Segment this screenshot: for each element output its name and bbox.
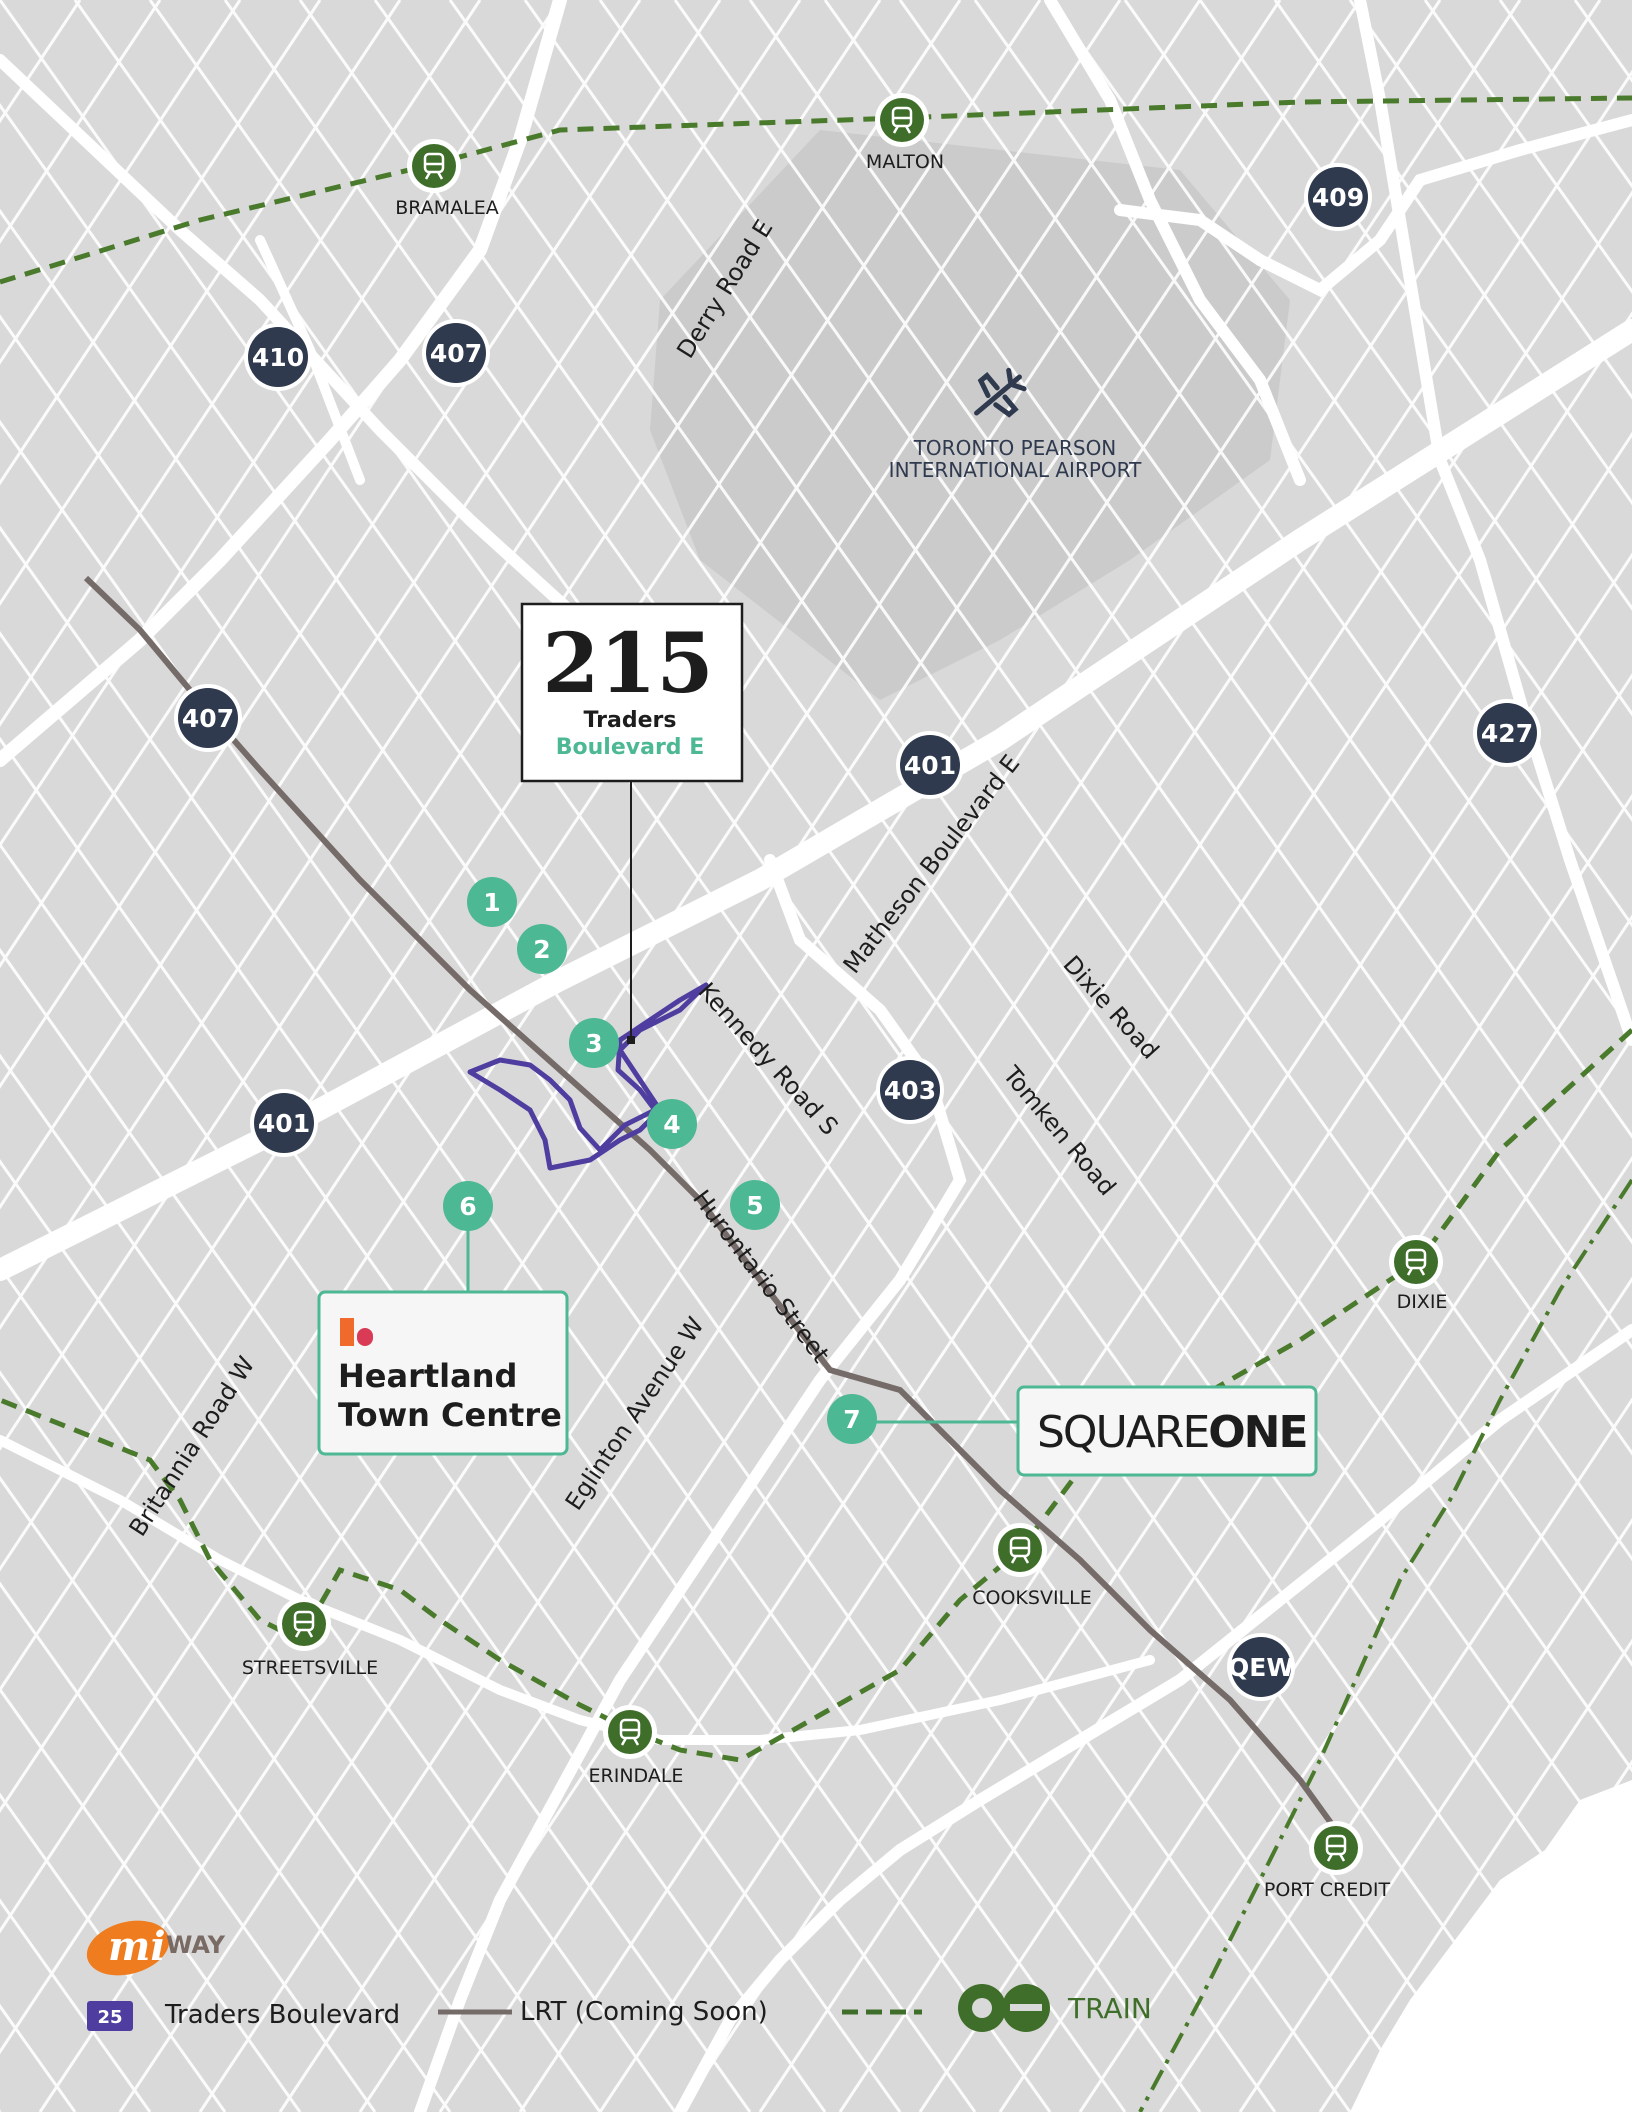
station-label-malton: MALTON	[866, 151, 944, 173]
legend-train-label: TRAIN	[1067, 1992, 1152, 2025]
highway-shield-403: 403	[876, 1056, 944, 1124]
station-cooksville: COOKSVILLE	[972, 1523, 1092, 1609]
highway-shield-label: 427	[1481, 719, 1533, 748]
poi-marker-6: 6	[443, 1181, 493, 1231]
heartland-line1: Heartland	[338, 1357, 517, 1395]
highway-shield-410: 410	[244, 323, 312, 391]
miway-mark: mi	[108, 1923, 166, 1970]
legend: mi WAY 25 Traders Boulevard LRT (Coming …	[86, 1920, 1152, 2032]
station-erindale: ERINDALE	[589, 1705, 684, 1787]
station-dixie: DIXIE	[1389, 1235, 1447, 1313]
poi-marker-5: 5	[730, 1180, 780, 1230]
route-25-loop	[467, 982, 709, 1171]
station-label-bramalea: BRAMALEA	[395, 197, 498, 219]
train-icon	[423, 152, 445, 180]
site-location-dot	[627, 1036, 635, 1044]
station-label-erindale: ERINDALE	[589, 1765, 684, 1787]
square-one-light: SQUARE	[1037, 1407, 1208, 1458]
heartland-line2: Town Centre	[338, 1396, 562, 1434]
airport-label-line2: INTERNATIONAL AIRPORT	[889, 458, 1142, 482]
highway-shield-427: 427	[1473, 699, 1541, 767]
poi-marker-2: 2	[517, 924, 567, 974]
square-one-bold: ONE	[1208, 1407, 1306, 1458]
site-callout-box: 215 Traders Boulevard E	[520, 602, 744, 783]
highway-shield-label: 409	[1312, 183, 1364, 212]
highway-shield-label: 410	[252, 343, 304, 372]
heartland-callout: Heartland Town Centre	[317, 1290, 569, 1456]
miway-logo: mi WAY	[86, 1920, 226, 1976]
highway-shield-label: 407	[182, 704, 234, 733]
highway-shield-407: 407	[174, 684, 242, 752]
poi-number: 5	[746, 1191, 763, 1220]
site-street-line2: Boulevard E	[556, 735, 704, 760]
miway-word: WAY	[166, 1931, 226, 1959]
highway-shield-label: 401	[904, 751, 956, 780]
lrt-line	[83, 575, 1339, 1832]
highway-shield-label: 401	[258, 1109, 310, 1138]
station-label-streetsville: STREETSVILLE	[242, 1657, 378, 1679]
heartland-logo	[340, 1318, 373, 1346]
train-icon	[293, 1610, 315, 1638]
go-stations: MALTON BRAMALEA DIXIE COOKSVILLE STREETSVILL…	[242, 93, 1447, 1901]
go-train-lines	[0, 95, 1632, 1763]
go-lakeshore-line	[1138, 1178, 1632, 2112]
poi-number: 7	[843, 1405, 860, 1434]
station-bramalea: BRAMALEA	[395, 139, 499, 219]
highway-shield-label: 403	[884, 1076, 936, 1105]
go-transit-logo	[958, 1984, 1050, 2032]
highway-shield-409: 409	[1304, 163, 1372, 231]
route-25-number: 25	[97, 2007, 122, 2028]
highway-shield-401: 401	[896, 731, 964, 799]
station-label-dixie: DIXIE	[1397, 1291, 1448, 1313]
station-malton: MALTON	[866, 93, 944, 173]
airport-icon	[974, 367, 1027, 418]
poi-marker-3: 3	[569, 1018, 619, 1068]
poi-number: 3	[585, 1029, 602, 1058]
poi-number: 6	[459, 1192, 476, 1221]
poi-marker-7: 7	[827, 1394, 877, 1444]
highway-shield-407: 407	[422, 319, 490, 387]
square-one-logo: SQUAREONE	[1037, 1407, 1307, 1458]
station-label-cooksville: COOKSVILLE	[972, 1587, 1091, 1609]
legend-lrt-label: LRT (Coming Soon)	[520, 1997, 768, 2027]
poi-number: 2	[533, 935, 550, 964]
site-street-line1: Traders	[584, 708, 677, 733]
highway-shield-label: QEW	[1228, 1653, 1294, 1682]
lake-ontario	[1350, 1780, 1632, 2112]
train-icon	[1325, 1834, 1347, 1862]
legend-route-label: Traders Boulevard	[164, 2000, 400, 2030]
highway-shield-label: 407	[430, 339, 482, 368]
highway-shield-qew: QEW	[1227, 1633, 1295, 1701]
square-one-callout: SQUAREONE	[1016, 1385, 1318, 1477]
train-icon	[619, 1718, 641, 1746]
train-icon	[1405, 1248, 1427, 1276]
station-port-credit: PORT CREDIT	[1264, 1821, 1391, 1901]
poi-marker-4: 4	[647, 1099, 697, 1149]
train-icon	[1009, 1536, 1031, 1564]
train-icon	[891, 106, 913, 134]
station-label-port-credit: PORT CREDIT	[1264, 1879, 1391, 1901]
poi-number: 1	[483, 888, 500, 917]
poi-markers: 1 2 3 4 5 6 7	[443, 877, 877, 1444]
airport-label-line1: TORONTO PEARSON	[913, 436, 1117, 460]
poi-number: 4	[663, 1110, 680, 1139]
poi-marker-1: 1	[467, 877, 517, 927]
route-25-badge	[87, 2001, 133, 2031]
site-number: 215	[542, 616, 713, 712]
station-streetsville: STREETSVILLE	[242, 1597, 378, 1679]
highway-shield-401: 401	[250, 1089, 318, 1157]
